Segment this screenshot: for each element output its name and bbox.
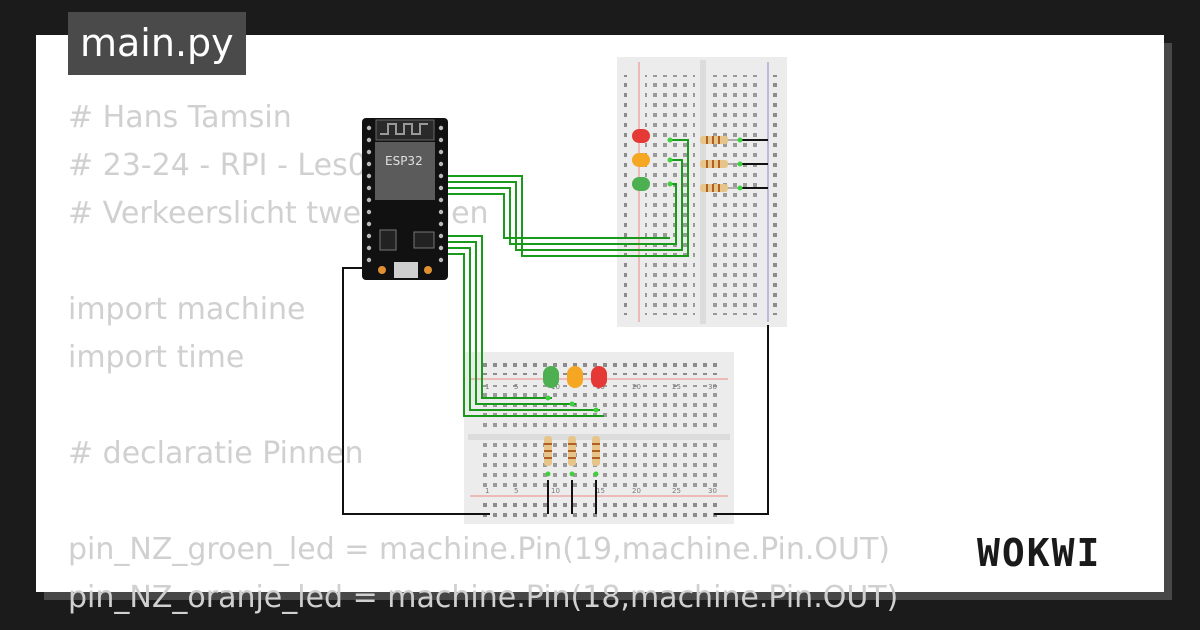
breadboard-col-num: 1 — [485, 383, 489, 391]
brand-name: WOKWI — [977, 531, 1101, 575]
code-line: # 23-24 - RPI - Les02 — [68, 148, 386, 183]
breadboard-col-num: 30 — [708, 487, 717, 495]
breadboard-vertical — [617, 57, 787, 327]
pin-dots — [545, 137, 743, 477]
code-line: pin_NZ_oranje_led = machine.Pin(18,machi… — [68, 580, 899, 615]
breadboard-col-num: 15 — [596, 487, 605, 495]
esp32-board-icon[interactable]: ESP32 — [362, 118, 448, 280]
code-line: pin_NZ_groen_led = machine.Pin(19,machin… — [68, 532, 890, 567]
code-line: import machine — [68, 292, 306, 327]
breadboard-col-num: 30 — [708, 383, 717, 391]
breadboard-col-num: 25 — [672, 383, 681, 391]
file-tab[interactable]: main.py — [68, 12, 246, 75]
breadboard-col-num: 5 — [514, 487, 518, 495]
code-line: import time — [68, 340, 245, 375]
breadboard-col-num: 10 — [551, 487, 560, 495]
breadboard-col-num: 10 — [551, 383, 560, 391]
breadboard-col-num: 25 — [672, 487, 681, 495]
wires-green-horizontal — [448, 235, 604, 417]
breadboard-col-num: 5 — [514, 383, 518, 391]
wokwi-logo-icon[interactable]: WOKWI — [975, 528, 1153, 576]
wires-black — [342, 139, 769, 515]
resistor-icon — [544, 436, 600, 466]
breadboard-col-num: 20 — [632, 383, 641, 391]
code-line: # Hans Tamsin — [68, 100, 292, 135]
breadboard-col-num: 1 — [485, 487, 489, 495]
breadboard-col-num: 20 — [632, 487, 641, 495]
led-icon[interactable] — [632, 129, 650, 191]
code-line: # declaratie Pinnen — [68, 436, 364, 471]
resistor-icon — [700, 136, 740, 192]
esp32-label: ESP32 — [385, 154, 423, 168]
led-icon[interactable] — [543, 366, 607, 388]
wires-green-vertical — [448, 139, 689, 257]
